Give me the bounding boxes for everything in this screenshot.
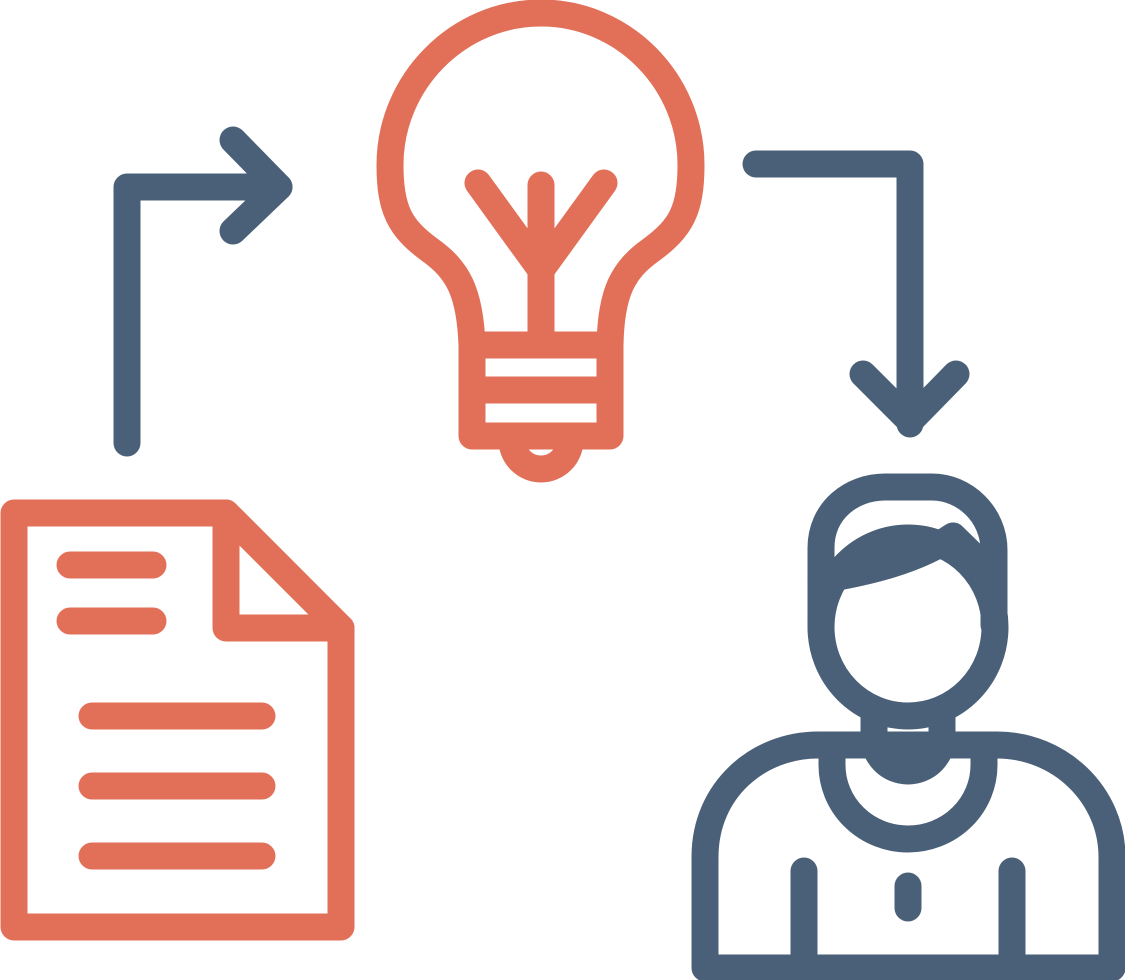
lightbulb-icon xyxy=(376,0,705,483)
person-icon xyxy=(691,473,1125,980)
arrow-up-right-icon xyxy=(113,126,293,457)
arrow-down-icon xyxy=(742,150,970,438)
document-icon xyxy=(0,499,355,941)
